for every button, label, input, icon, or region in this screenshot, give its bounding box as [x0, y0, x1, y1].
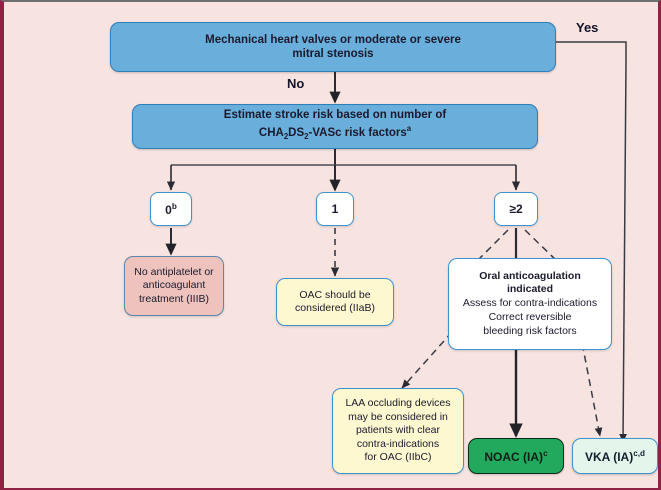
- vasc-suffix: -VASc risk factors: [308, 127, 407, 140]
- no-treatment-line-3: treatment (IIIB): [138, 292, 210, 305]
- score-one-value: 1: [331, 202, 339, 216]
- node-oral-anticoagulation-indicated[interactable]: Oral anticoagulation indicated Assess fo…: [448, 258, 612, 350]
- edge-label-yes: Yes: [576, 20, 599, 35]
- mechanical-valve-line-2: mitral stenosis: [292, 48, 374, 60]
- oral-anticoagulation-line-2: Correct reversible: [488, 310, 572, 323]
- estimate-risk-line-2: CHA2DS2-VASc risk factorsa: [259, 122, 411, 144]
- oac-considered-line-2: considered (IIaB): [295, 302, 375, 314]
- ds-mid: DS: [288, 127, 305, 140]
- score-zero-value: 0: [165, 202, 172, 217]
- oral-anticoagulation-title-1: Oral anticoagulation: [479, 269, 581, 282]
- node-estimate-stroke-risk[interactable]: Estimate stroke risk based on number of …: [132, 104, 538, 149]
- cha-subscript-1: 2: [283, 132, 289, 142]
- cha-prefix: CHA: [258, 127, 284, 140]
- laa-line-2: may be considered in: [348, 410, 448, 423]
- vka-text: VKA (IA)c,d: [585, 449, 645, 464]
- noac-label: NOAC (IA): [484, 449, 544, 464]
- laa-line-5: for OAC (IIbC): [364, 451, 432, 464]
- oral-anticoagulation-line-3: bleeding risk factors: [483, 324, 577, 337]
- node-vka[interactable]: VKA (IA)c,d: [572, 438, 658, 474]
- node-score-two-plus[interactable]: ≥2: [494, 192, 538, 226]
- footnote-marker-c: c: [543, 448, 548, 458]
- ds-subscript-2: 2: [304, 132, 309, 142]
- node-score-one[interactable]: 1: [316, 192, 354, 226]
- oac-considered-line-1: OAC should be: [299, 288, 371, 301]
- mechanical-valve-line-1: Mechanical heart valves or moderate or s…: [205, 34, 461, 46]
- node-mechanical-heart-valves[interactable]: Mechanical heart valves or moderate or s…: [110, 22, 556, 72]
- footnote-marker-cd: c,d: [633, 448, 645, 458]
- laa-line-4: contra-indications: [356, 437, 440, 450]
- oral-anticoagulation-title-2: indicated: [506, 283, 554, 296]
- node-laa-occluding-devices[interactable]: LAA occluding devices may be considered …: [332, 388, 464, 474]
- node-oac-should-be-considered[interactable]: OAC should be considered (IIaB): [276, 278, 394, 326]
- node-no-antiplatelet-treatment[interactable]: No antiplatelet or anticoagulant treatme…: [124, 256, 224, 316]
- footnote-marker-b: b: [171, 201, 177, 211]
- footnote-marker-a: a: [406, 124, 412, 134]
- edge-label-no: No: [287, 76, 305, 91]
- score-zero-text: 0b: [165, 202, 177, 217]
- noac-text: NOAC (IA)c: [484, 449, 547, 464]
- laa-line-3: patients with clear: [355, 424, 441, 437]
- laa-line-1: LAA occluding devices: [345, 397, 451, 410]
- node-score-zero[interactable]: 0b: [150, 192, 192, 226]
- no-treatment-line-1: No antiplatelet or: [134, 265, 214, 278]
- estimate-risk-line-1: Estimate stroke risk based on number of: [223, 109, 447, 122]
- oral-anticoagulation-line-1: Assess for contra-indications: [462, 297, 598, 310]
- node-noac[interactable]: NOAC (IA)c: [468, 438, 564, 474]
- no-treatment-line-2: anticoagulant: [142, 279, 206, 292]
- vka-label: VKA (IA): [584, 449, 634, 464]
- edge-yes-to-vka: [556, 41, 627, 443]
- edge-estimate-to-split: [166, 149, 521, 192]
- score-two-plus-value: ≥2: [509, 202, 523, 216]
